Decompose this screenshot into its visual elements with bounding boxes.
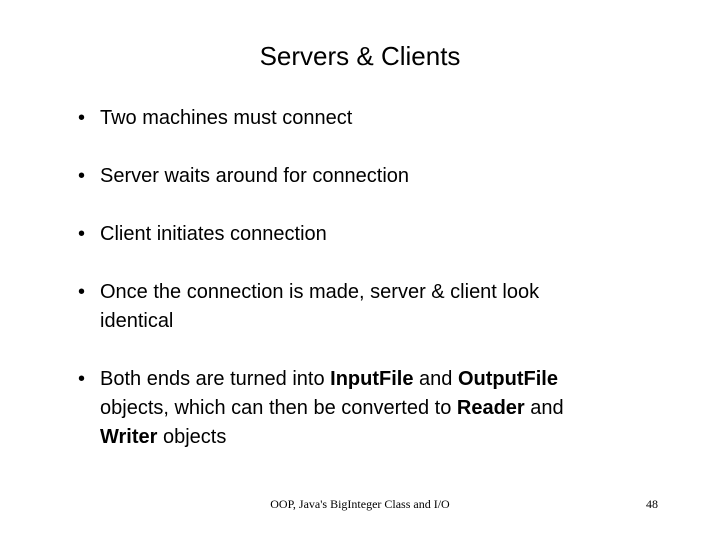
bullet-point-icon: •	[78, 281, 86, 303]
bullet-point-icon: •	[78, 107, 86, 129]
text-run: Once the connection is made, server & cl…	[100, 281, 540, 332]
text-run: and	[524, 397, 564, 419]
footer-note: OOP, Java's BigInteger Class and I/O	[270, 497, 450, 511]
list-item: • Both ends are turned into InputFile an…	[78, 365, 598, 452]
bullet-list: • Two machines must connect • Server wai…	[78, 104, 598, 452]
bullet-point-icon: •	[78, 223, 86, 245]
list-item-label: Server waits around for connection	[100, 165, 410, 187]
emphasis-term: Writer	[100, 426, 158, 448]
emphasis-term: InputFile	[330, 368, 414, 390]
emphasis-term: Reader	[456, 397, 525, 419]
page-number: 48	[646, 497, 658, 511]
list-item-label: Once the connection is made, server & cl…	[100, 278, 598, 336]
list-item-label: Client initiates connection	[100, 223, 327, 245]
list-item-label: Both ends are turned into InputFile and …	[100, 365, 598, 452]
emphasis-term: OutputFile	[457, 368, 558, 390]
list-item: • Once the connection is made, server & …	[78, 278, 598, 336]
list-item-label: Two machines must connect	[100, 107, 353, 129]
list-item: • Client initiates connection	[78, 220, 598, 249]
text-run: objects, which can then be converted to	[100, 397, 457, 419]
list-item: • Server waits around for connection	[78, 162, 598, 191]
page-title: Servers & Clients	[259, 41, 461, 71]
text-run: and	[413, 368, 458, 390]
text-run: Both ends are turned into	[100, 368, 331, 390]
bullet-point-icon: •	[78, 368, 86, 390]
text-run: objects	[157, 426, 227, 448]
bullet-point-icon: •	[78, 165, 86, 187]
list-item: • Two machines must connect	[78, 104, 598, 133]
